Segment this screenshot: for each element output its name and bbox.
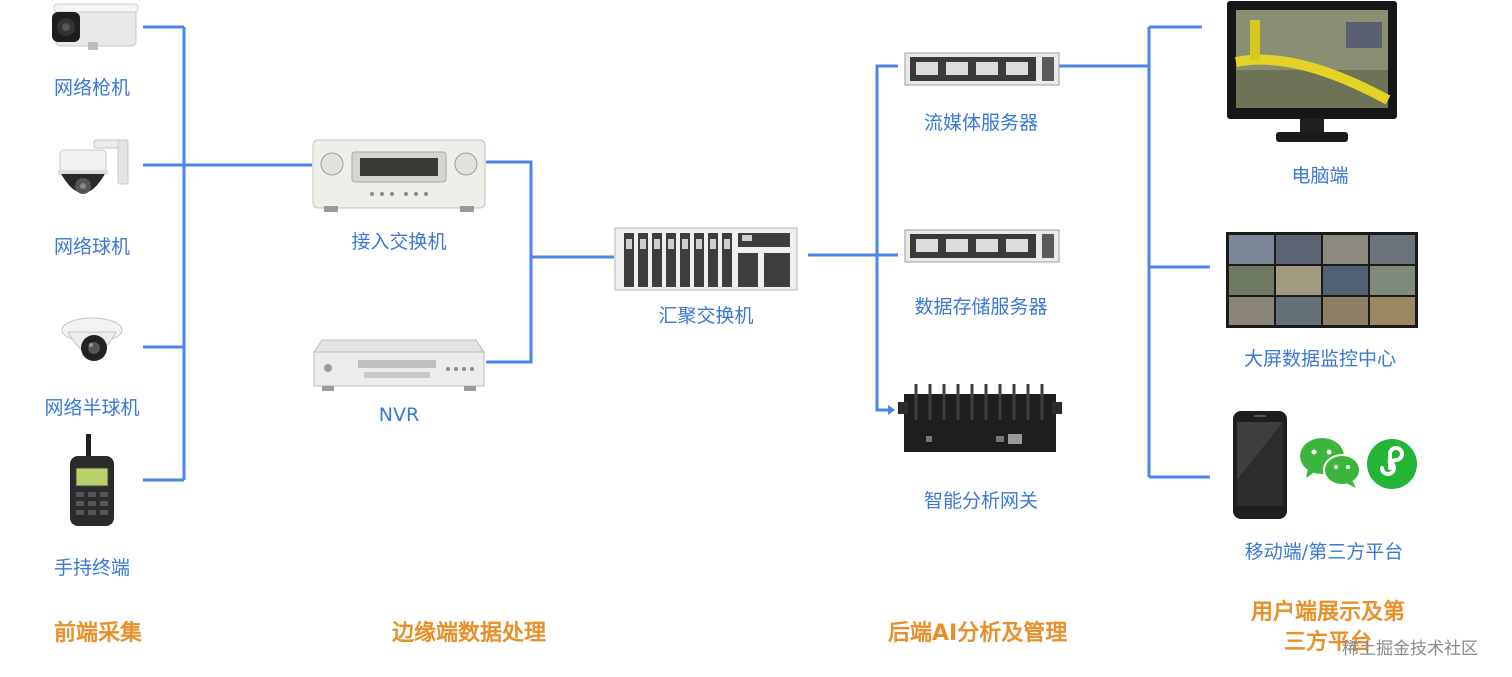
watermark: 稀土掘金技术社区	[1342, 639, 1478, 659]
mobile-label: 移动端/第三方平台	[1244, 541, 1404, 563]
section-user: 用户端展示及第 三方平台	[1228, 598, 1428, 658]
ptz-camera-icon	[58, 139, 129, 194]
smartphone-icon	[1233, 411, 1287, 519]
nvr-label: NVR	[378, 404, 420, 426]
aggregation-switch-label: 汇聚交换机	[658, 305, 754, 327]
section-user-line2: 三方平台	[1283, 630, 1372, 655]
wechat-icon	[1300, 438, 1361, 488]
section-user-line1: 用户端展示及第	[1250, 600, 1405, 625]
section-front: 前端采集	[54, 621, 143, 646]
nvr-icon	[313, 339, 485, 391]
ai-gateway-label: 智能分析网关	[923, 490, 1039, 512]
aggregation-switch-icon	[614, 227, 798, 291]
dome-camera-icon	[61, 317, 123, 361]
access-switch-label: 接入交换机	[351, 231, 447, 253]
backend-bus	[875, 64, 898, 412]
bullet-camera-label: 网络枪机	[53, 77, 131, 99]
handheld-terminal-label: 手持终端	[53, 557, 131, 579]
handheld-terminal-icon	[70, 434, 114, 526]
mini-program-icon	[1367, 439, 1417, 489]
pc-label: 电脑端	[1291, 165, 1349, 187]
link-access-switch	[486, 160, 533, 364]
section-backend: 后端AI分析及管理	[888, 621, 1068, 646]
ai-gateway-arrow	[888, 405, 895, 415]
storage-server-icon	[904, 229, 1060, 263]
video-wall-icon	[1226, 232, 1418, 328]
section-edge: 边缘端数据处理	[392, 621, 547, 646]
pc-monitor-icon	[1227, 1, 1397, 142]
access-switch-icon	[312, 139, 486, 212]
storage-server-label: 数据存储服务器	[914, 296, 1048, 318]
stream-server-label: 流媒体服务器	[923, 112, 1039, 134]
ptz-camera-label: 网络球机	[53, 236, 131, 258]
ai-gateway-icon	[898, 384, 1062, 452]
dome-camera-label: 网络半球机	[44, 397, 140, 419]
stream-server-icon	[904, 52, 1060, 86]
bullet-camera-icon	[52, 3, 139, 50]
video-wall-label: 大屏数据监控中心	[1243, 348, 1397, 370]
